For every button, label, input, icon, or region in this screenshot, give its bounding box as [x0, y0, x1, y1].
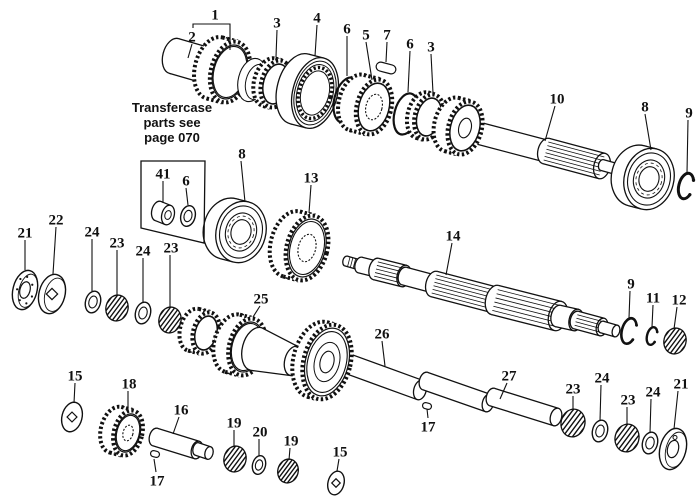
callout-leader-24	[599, 384, 602, 422]
callout-24: 24	[85, 225, 101, 241]
callout-4: 4	[313, 11, 321, 27]
callout-7: 7	[383, 28, 391, 44]
callout-leader-19	[288, 447, 291, 461]
callout-23: 23	[621, 393, 636, 409]
callout-leader-4	[314, 24, 318, 57]
callout-leader-1	[192, 23, 231, 50]
callout-6: 6	[182, 174, 190, 190]
callout-21: 21	[674, 377, 689, 393]
callout-leader-15	[73, 382, 76, 404]
callout-19: 19	[227, 416, 242, 432]
callout-27: 27	[502, 369, 518, 385]
callout-leader-27	[499, 382, 508, 400]
callout-3: 3	[427, 40, 435, 56]
callout-leader-8	[240, 160, 246, 203]
callout-leader-13	[308, 184, 312, 214]
callout-leader-16	[172, 416, 180, 435]
callout-26: 26	[375, 327, 391, 343]
callout-20: 20	[253, 425, 268, 441]
callout-6: 6	[406, 37, 414, 53]
callout-leader-6	[185, 187, 189, 206]
inset-box	[140, 160, 206, 244]
note-line-1: Transfercase	[131, 100, 213, 115]
callout-leader-12	[673, 306, 678, 330]
callout-8: 8	[641, 100, 649, 116]
callout-1: 1	[211, 8, 219, 24]
callout-13: 13	[304, 171, 319, 187]
callout-17: 17	[150, 474, 166, 490]
callout-leader-14	[445, 242, 453, 276]
callout-leader-8	[644, 113, 652, 151]
callout-leader-2	[187, 43, 193, 59]
callout-15: 15	[333, 445, 348, 461]
callout-23: 23	[566, 382, 581, 398]
callout-24: 24	[595, 371, 611, 387]
callout-leader-22	[52, 226, 57, 275]
callout-22: 22	[49, 213, 64, 229]
callout-8: 8	[238, 147, 246, 163]
callout-9: 9	[627, 277, 635, 293]
callout-9: 9	[685, 106, 693, 122]
callout-leader-7	[385, 41, 388, 63]
callout-14: 14	[446, 229, 462, 245]
callout-5: 5	[362, 28, 370, 44]
callout-11: 11	[646, 291, 660, 307]
callout-leader-9	[686, 119, 689, 174]
callout-41: 41	[156, 167, 171, 183]
note-line-3: page 070	[144, 130, 200, 145]
callout-leader-25	[252, 305, 261, 318]
callout-21: 21	[18, 226, 33, 242]
callout-17: 17	[421, 420, 437, 436]
callout-leader-10	[544, 105, 556, 142]
callout-25: 25	[254, 292, 269, 308]
callout-16: 16	[174, 403, 190, 419]
callout-leader-6	[407, 50, 411, 93]
callout-leader-17	[153, 458, 157, 473]
callout-leader-3	[275, 29, 278, 58]
callout-leader-11	[651, 304, 654, 328]
callout-10: 10	[550, 92, 565, 108]
callout-leader-26	[381, 340, 386, 367]
note-line-2: parts see	[143, 115, 201, 130]
callout-24: 24	[646, 385, 662, 401]
callout-6: 6	[343, 22, 351, 38]
callout-12: 12	[672, 293, 687, 309]
callout-leader-15	[336, 458, 340, 472]
callout-leader-24	[649, 398, 652, 434]
callout-24: 24	[136, 244, 152, 260]
callout-leader-17	[426, 408, 429, 419]
callout-leader-5	[365, 41, 373, 81]
transfercase-note: Transfercase parts see page 070	[115, 100, 229, 145]
callout-leader-3	[430, 53, 434, 94]
callout-18: 18	[122, 377, 137, 393]
callout-19: 19	[284, 434, 299, 450]
callout-23: 23	[164, 241, 179, 257]
callout-23: 23	[110, 236, 125, 252]
callout-leader-9	[628, 290, 631, 319]
callout-15: 15	[68, 369, 83, 385]
callout-2: 2	[188, 30, 196, 46]
parts-artwork	[11, 35, 696, 496]
callout-leader-21	[673, 390, 679, 430]
callout-3: 3	[273, 16, 281, 32]
